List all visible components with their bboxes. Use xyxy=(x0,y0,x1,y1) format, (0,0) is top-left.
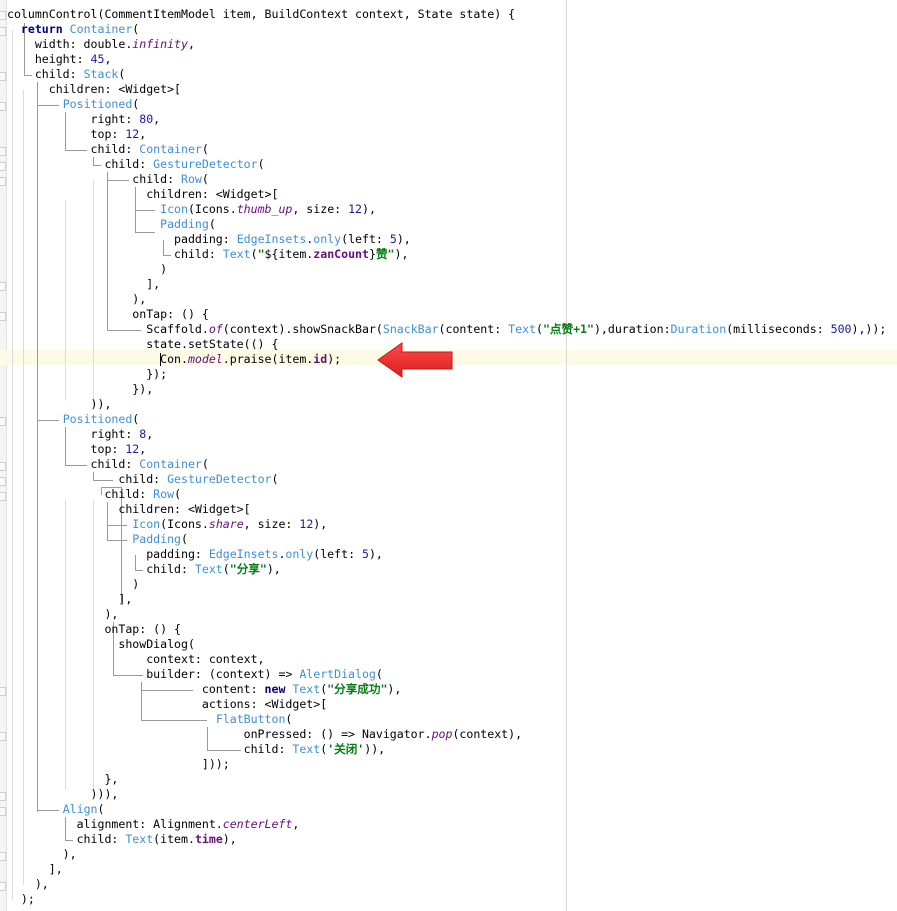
code-line: context: context, xyxy=(7,652,265,666)
code-line: height: 45, xyxy=(7,52,112,66)
code-line: ) xyxy=(7,577,140,591)
code-line: child: Text("分享"), xyxy=(7,562,281,576)
fold-marker-icon[interactable] xyxy=(0,312,6,321)
code-line: content: new Text("分享成功"), xyxy=(7,682,402,696)
code-line: padding: EdgeInsets.only(left: 5), xyxy=(7,232,411,246)
code-line: showDialog( xyxy=(7,637,195,651)
fold-marker-icon[interactable] xyxy=(0,162,6,171)
code-line: top: 12, xyxy=(7,442,147,456)
fold-gutter xyxy=(0,0,7,911)
code-line: Icon(Icons.share, size: 12), xyxy=(132,517,328,531)
fold-marker-icon[interactable] xyxy=(0,687,6,696)
code-line: child: Stack( xyxy=(7,67,126,81)
code-line: onTap: () { xyxy=(7,307,209,321)
code-line: child: Container( xyxy=(7,457,209,471)
code-line: }), xyxy=(7,382,154,396)
code-line: child: GestureDetector( xyxy=(7,472,279,486)
code-line: children: <Widget>[ xyxy=(7,82,182,96)
code-line: child: Row( xyxy=(7,487,182,501)
code-line: ) xyxy=(7,262,168,276)
fold-marker-icon[interactable] xyxy=(0,417,6,426)
code-line: onTap: () { xyxy=(7,622,182,636)
code-line: builder: (context) => AlertDialog( xyxy=(7,667,383,681)
code-line: ], xyxy=(7,862,63,876)
code-line: Icon(Icons.thumb_up, size: 12), xyxy=(160,202,376,216)
code-line: child: Text('关闭')), xyxy=(7,742,386,756)
code-line: padding: EdgeInsets.only(left: 5), xyxy=(7,547,383,561)
fold-marker-icon[interactable] xyxy=(0,792,6,801)
code-line-highlighted: Con.model.praise(item.id); xyxy=(160,352,342,366)
code-line: ], xyxy=(7,592,133,606)
fold-marker-icon[interactable] xyxy=(0,477,6,486)
fold-marker-icon[interactable] xyxy=(0,102,6,111)
code-line: columnControl(CommentItemModel item, Bui… xyxy=(7,7,516,21)
code-line: ); xyxy=(7,892,35,906)
code-line: Positioned( xyxy=(62,412,140,426)
fold-marker-icon[interactable] xyxy=(0,852,6,861)
code-line: child: GestureDetector( xyxy=(7,157,265,171)
code-line: children: <Widget>[ xyxy=(7,187,279,201)
fold-marker-icon[interactable] xyxy=(0,282,6,291)
fold-marker-icon[interactable] xyxy=(0,807,6,816)
code-line: state.setState(() { xyxy=(7,337,279,351)
code-line: Positioned( xyxy=(62,97,140,111)
code-line: ), xyxy=(7,607,119,621)
code-line: children: <Widget>[ xyxy=(7,502,251,516)
code-line: actions: <Widget>[ xyxy=(7,697,328,711)
code-line: ), xyxy=(7,847,77,861)
code-line: Scaffold.of(context).showSnackBar(SnackB… xyxy=(7,322,887,336)
fold-marker-icon[interactable] xyxy=(0,462,6,471)
code-line: ])); xyxy=(7,757,230,771)
code-line: child: Container( xyxy=(7,142,209,156)
code-line: onPressed: () => Navigator.pop(context), xyxy=(7,727,523,741)
code-line: child: Text("${item.zanCount}赞"), xyxy=(7,247,409,261)
fold-marker-icon[interactable] xyxy=(0,492,6,501)
code-line: }, xyxy=(7,772,119,786)
code-line: Padding( xyxy=(132,532,188,546)
fold-marker-icon[interactable] xyxy=(0,882,6,891)
fold-marker-icon[interactable] xyxy=(0,732,6,741)
code-line: ), xyxy=(7,292,147,306)
code-line: top: 12, xyxy=(7,127,147,141)
code-line: child: Text(item.time), xyxy=(7,832,237,846)
red-arrow-annotation-icon xyxy=(377,342,453,378)
code-line: ), xyxy=(7,877,49,891)
text-caret xyxy=(160,353,162,366)
fold-marker-icon[interactable] xyxy=(0,11,6,20)
fold-marker-icon[interactable] xyxy=(0,177,6,186)
code-line: ], xyxy=(7,277,161,291)
code-line: alignment: Alignment.centerLeft, xyxy=(7,817,300,831)
code-line: right: 8, xyxy=(7,427,154,441)
right-margin-guide xyxy=(566,0,567,911)
code-line: ))), xyxy=(7,787,119,801)
code-line: width: double.infinity, xyxy=(7,37,195,51)
code-line: Align( xyxy=(62,802,105,816)
code-line: )), xyxy=(7,397,112,411)
code-line: return Container( xyxy=(20,22,140,36)
fold-marker-icon[interactable] xyxy=(0,147,6,156)
code-line: Padding( xyxy=(160,217,216,231)
code-line: child: Row( xyxy=(7,172,209,186)
fold-marker-icon[interactable] xyxy=(0,72,6,81)
code-line: }); xyxy=(7,367,168,381)
fold-marker-icon[interactable] xyxy=(0,27,6,36)
code-line: right: 80, xyxy=(7,112,161,126)
code-line: FlatButton( xyxy=(215,712,293,726)
